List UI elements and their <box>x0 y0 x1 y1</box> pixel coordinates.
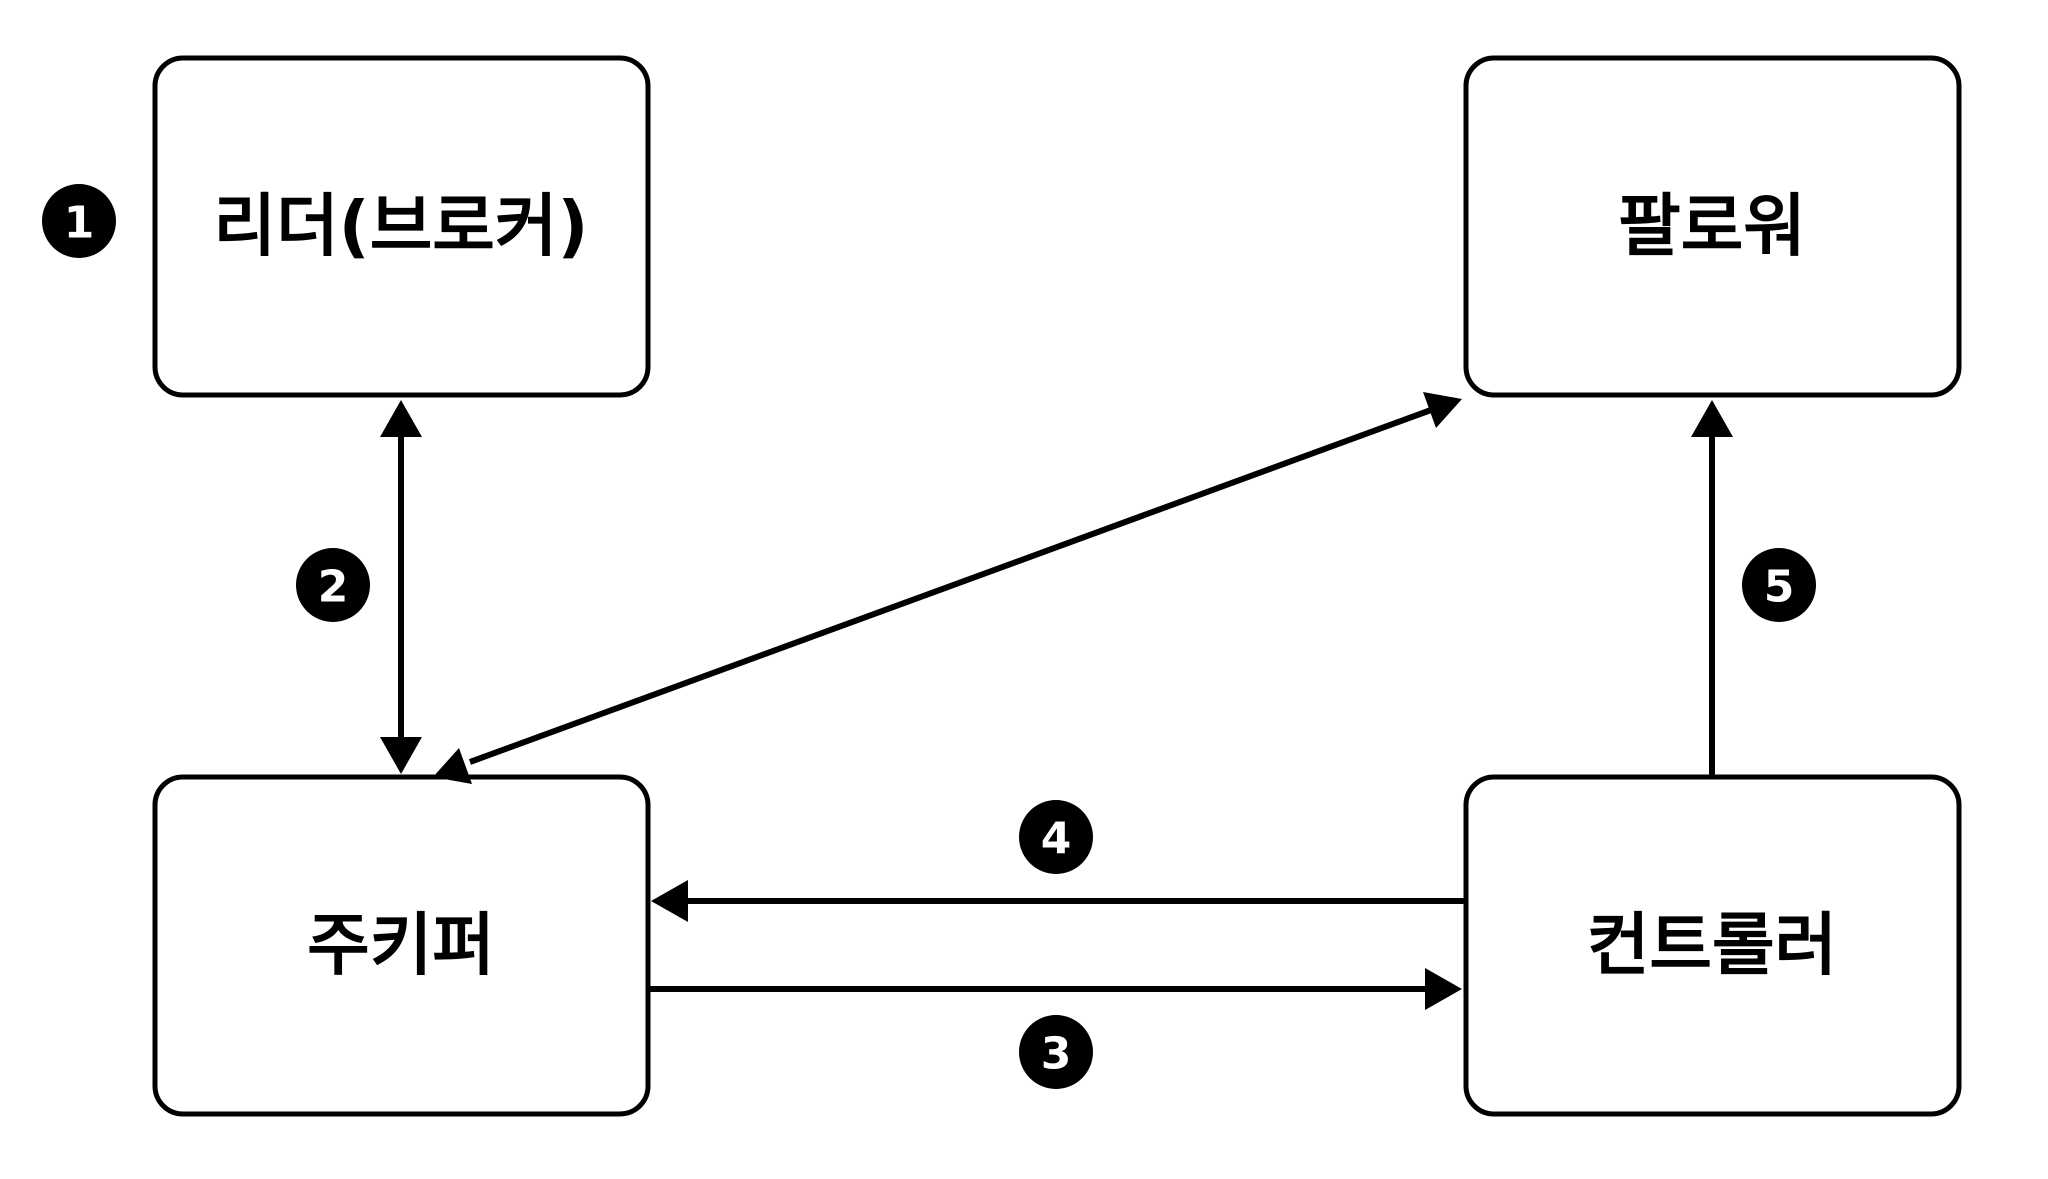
node-follower-label: 팔로워 <box>1618 188 1806 267</box>
arrow-head-right-icon <box>1425 968 1462 1010</box>
step-badge-2: 2 <box>296 548 370 622</box>
arrow-leader-zookeeper <box>380 400 422 774</box>
arrow-zookeeper-to-controller <box>648 968 1462 1010</box>
arrow-head-diagonal-up-icon <box>1423 392 1462 428</box>
arrow-zookeeper-follower <box>433 392 1462 784</box>
step-badge-4-circle <box>1019 800 1093 874</box>
arrow-head-down-icon <box>380 737 422 774</box>
node-zookeeper-box <box>152 774 651 1117</box>
arrow-head-up-icon <box>380 400 422 437</box>
arrow-controller-to-follower <box>1691 400 1733 777</box>
step-badge-3: 3 <box>1019 1015 1093 1089</box>
arrow-head-left-icon <box>651 880 688 922</box>
node-controller-label: 컨트롤러 <box>1587 907 1837 986</box>
node-zookeeper-label: 주키퍼 <box>307 907 495 986</box>
arrow-head-up-icon <box>1691 400 1733 437</box>
node-zookeeper: 주키퍼 <box>152 774 651 1117</box>
step-badge-1: 1 <box>42 184 116 258</box>
step-badge-4-label: 4 <box>1041 814 1072 865</box>
step-badge-1-label: 1 <box>64 198 95 249</box>
arrow-zookeeper-follower-line <box>468 407 1433 765</box>
step-badge-2-label: 2 <box>318 562 349 613</box>
node-leader-box <box>152 55 651 398</box>
node-controller: 컨트롤러 <box>1463 774 1962 1117</box>
step-badge-4: 4 <box>1019 800 1093 874</box>
node-follower: 팔로워 <box>1463 55 1962 398</box>
step-badge-3-circle <box>1019 1015 1093 1089</box>
arrow-head-diagonal-down-icon <box>433 748 472 784</box>
step-badge-5-label: 5 <box>1764 562 1795 613</box>
node-leader: 리더(브로커) <box>152 55 651 398</box>
step-badge-2-circle <box>296 548 370 622</box>
step-badge-1-circle <box>42 184 116 258</box>
step-badge-5: 5 <box>1742 548 1816 622</box>
node-follower-box <box>1463 55 1962 398</box>
step-badge-5-circle <box>1742 548 1816 622</box>
arrow-controller-to-zookeeper <box>651 880 1466 922</box>
node-leader-label: 리더(브로커) <box>214 188 589 267</box>
step-badge-3-label: 3 <box>1041 1029 1072 1080</box>
